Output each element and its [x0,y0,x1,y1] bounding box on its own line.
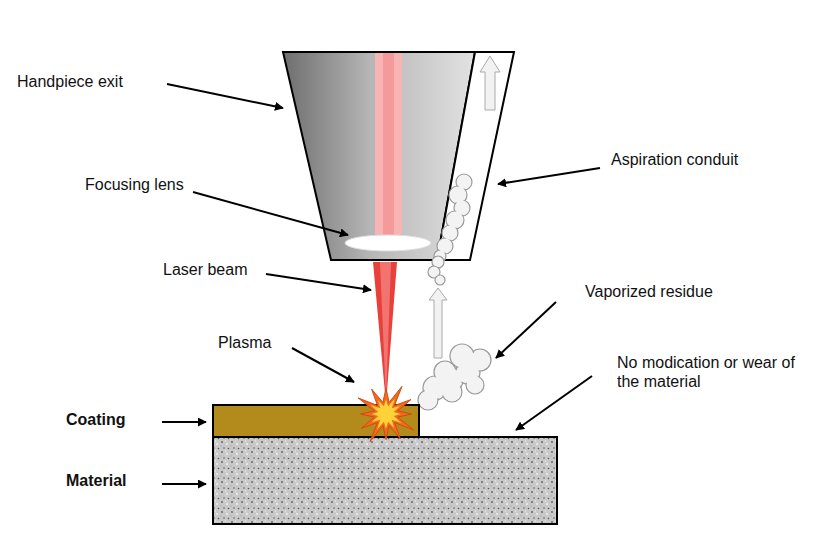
focusing-lens [345,235,431,251]
base-material [213,437,557,524]
internal-beam [375,53,402,237]
callout-label: Plasma [218,333,271,352]
handpiece-body [283,52,475,260]
flow-arrow [480,56,500,110]
laser-beam [373,262,397,404]
callout-label: Handpiece exit [17,72,123,91]
flow-arrow [429,288,447,358]
callout-label: Focusing lens [85,175,184,194]
leader-lines [162,84,600,484]
internal-beam-core [383,53,394,237]
callout-label: Laser beam [163,260,248,279]
callout-label: Material [66,471,126,490]
aspiration-conduit [437,52,514,260]
callout-label: Aspiration conduit [611,150,738,169]
smoke-clouds [418,174,491,410]
laser-beam-core [380,262,391,400]
callout-label: Coating [66,410,126,429]
callout-label: No modication or wear of the material [617,353,817,391]
callout-label: Vaporized residue [585,282,713,301]
plasma-burst [358,386,413,441]
